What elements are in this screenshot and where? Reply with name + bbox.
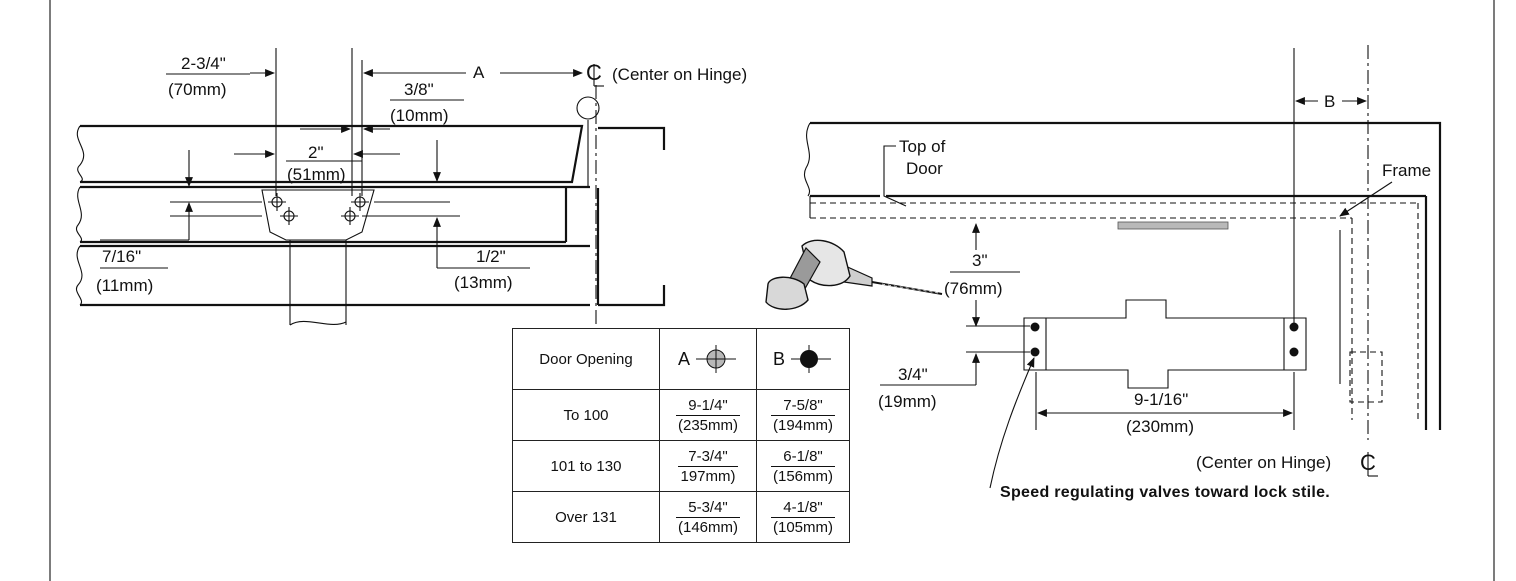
door-top-edge-frame-outer: [810, 121, 1442, 430]
frame-break-line: [76, 186, 82, 243]
label-2-3-4: 2-3/4": [181, 54, 226, 73]
header-a: A: [659, 328, 757, 390]
speed-regulating-note: Speed regulating valves toward lock stil…: [1000, 484, 1330, 501]
label-3in: 3": [972, 251, 988, 270]
lower-door-break: [76, 245, 83, 306]
opening-cell: Over 131: [512, 491, 660, 543]
b-value-cell: 4-1/8"(105mm): [756, 491, 850, 543]
table-row: 101 to 130 7-3/4"197mm) 6-1/8"(156mm): [512, 440, 850, 492]
arm-break: [289, 320, 347, 326]
opening-cell: 101 to 130: [512, 440, 660, 492]
label-a: A: [473, 63, 485, 82]
door-break-right: [804, 122, 811, 197]
filled-circle-crosshair-icon: [791, 345, 831, 373]
opening-cell: To 100: [512, 389, 660, 441]
leader-frame: [1339, 181, 1393, 217]
label-1-2: 1/2": [476, 247, 506, 266]
label-230mm: (230mm): [1126, 417, 1194, 436]
centerline-symbol-right: C: [1360, 450, 1378, 477]
header-b: B: [756, 328, 850, 390]
open-circle-crosshair-icon: [696, 345, 736, 373]
table-row: To 100 9-1/4"(235mm) 7-5/8"(194mm): [512, 389, 850, 441]
label-51mm: (51mm): [287, 165, 346, 184]
label-13mm: (13mm): [454, 273, 513, 292]
label-3-4: 3/4": [898, 365, 928, 384]
plate-holes: [268, 193, 369, 225]
jamb-bottom: [598, 285, 666, 307]
label-3-8: 3/8": [404, 80, 434, 99]
leader-top-of-door: [883, 145, 907, 207]
door-top-slab: [80, 124, 584, 184]
b-value-cell: 6-1/8"(156mm): [756, 440, 850, 492]
closer-body: [1023, 299, 1307, 389]
arm-sides: [289, 240, 347, 325]
label-76mm: (76mm): [944, 279, 1003, 298]
label-11mm: (11mm): [96, 276, 153, 295]
door-opening-table: Door Opening A B To 100: [512, 328, 850, 543]
mounting-plate-strip: [1117, 221, 1229, 230]
label-70mm: (70mm): [168, 80, 227, 99]
drill-icon: [765, 239, 943, 310]
a-value-cell: 7-3/4"197mm): [659, 440, 757, 492]
closer-mount-holes: [1030, 322, 1299, 357]
b-value-cell: 7-5/8"(194mm): [756, 389, 850, 441]
a-value-cell: 5-3/4"(146mm): [659, 491, 757, 543]
label-frame: Frame: [1382, 161, 1431, 180]
label-2in: 2": [308, 143, 324, 162]
leader-speed-note: [989, 357, 1035, 489]
label-7-16: 7/16": [102, 247, 141, 266]
door-break-line: [76, 125, 85, 183]
hinge-hidden-box: [1349, 351, 1383, 403]
label-top-of-door-2: Door: [906, 159, 943, 178]
left-view: 2-3/4" (70mm) 3/8" (10mm) A (Center on H…: [76, 48, 747, 330]
label-b: B: [1324, 92, 1335, 111]
jamb-top: [598, 126, 666, 150]
label-19mm: (19mm): [878, 392, 937, 411]
label-center-on-hinge-right: (Center on Hinge): [1196, 453, 1331, 472]
centerline-symbol: C: [586, 60, 604, 87]
header-door-opening: Door Opening: [512, 328, 660, 390]
table-row: Over 131 5-3/4"(146mm) 4-1/8"(105mm): [512, 491, 850, 543]
label-center-on-hinge-left: (Center on Hinge): [612, 65, 747, 84]
right-view: B 3" (76mm) 3/4" (19mm) 9-1/16" (230mm): [765, 45, 1442, 501]
label-10mm: (10mm): [390, 106, 449, 125]
label-top-of-door-1: Top of: [899, 137, 946, 156]
a-value-cell: 9-1/4"(235mm): [659, 389, 757, 441]
hinge-knuckle: [576, 96, 600, 120]
label-9-1-16: 9-1/16": [1134, 390, 1188, 409]
